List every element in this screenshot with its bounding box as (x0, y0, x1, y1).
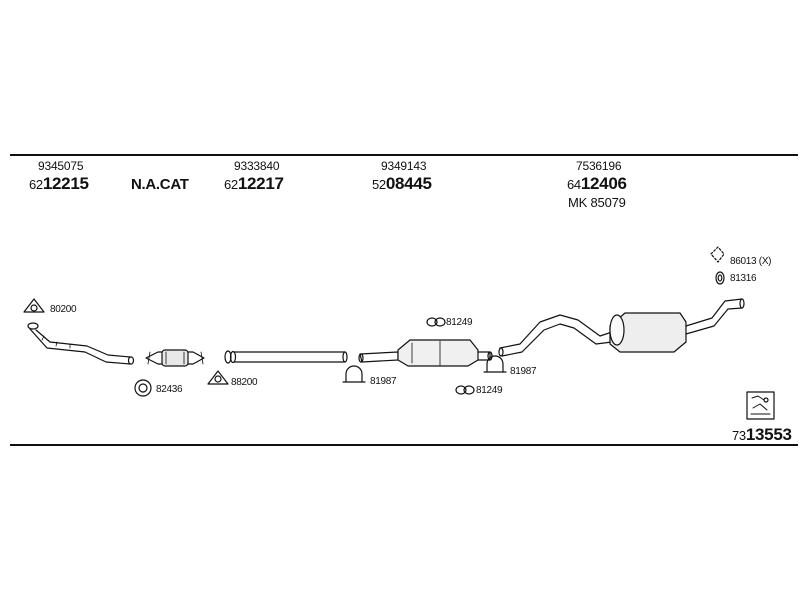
oem-number-2: 9333840 (234, 159, 280, 173)
part-label-82436: 82436 (156, 384, 183, 395)
mk-kit-number: MK 85079 (568, 195, 626, 210)
oem-number-4: 7536196 (576, 159, 622, 173)
part-number-4: 6412406 (567, 174, 627, 194)
part-label-81987-left: 81987 (370, 376, 397, 387)
part-label-81987-right: 81987 (510, 366, 537, 377)
part-number-4-prefix: 64 (567, 177, 581, 192)
mounting-kit-icon (746, 391, 775, 420)
hanger-86013-icon (710, 246, 725, 263)
part-number-1: 6212215 (29, 174, 89, 194)
kit-number: 7313553 (732, 425, 792, 445)
catalytic-converter (145, 349, 205, 367)
gasket-82436-icon (134, 379, 152, 397)
part-number-2-main: 12217 (237, 174, 284, 193)
part-label-81249-bottom: 81249 (476, 385, 503, 396)
gasket-88200-icon (207, 370, 229, 385)
oem-number-1: 9345075 (38, 159, 84, 173)
clamp-81987-left-icon (342, 365, 366, 383)
part-label-81249-top: 81249 (446, 317, 473, 328)
kit-number-main: 13553 (745, 425, 792, 444)
hanger-81316-icon (715, 271, 725, 285)
part-label-88200: 88200 (231, 377, 258, 388)
bottom-divider (10, 444, 798, 446)
front-pipe (27, 322, 135, 365)
center-silencer (358, 339, 493, 367)
oem-number-3: 9349143 (381, 159, 427, 173)
part-number-1-main: 12215 (42, 174, 89, 193)
kit-number-prefix: 73 (732, 428, 746, 443)
part-label-80200: 80200 (50, 304, 77, 315)
part-number-1-prefix: 62 (29, 177, 43, 192)
top-divider (10, 154, 798, 156)
part-number-3-main: 08445 (385, 174, 432, 193)
front-pipe-flange (27, 322, 39, 330)
part-number-2-prefix: 62 (224, 177, 238, 192)
ring-81249-bottom-icon (455, 385, 475, 395)
part-number-3-prefix: 52 (372, 177, 386, 192)
part-number-4-main: 12406 (580, 174, 627, 193)
part-label-86013: 86013 (X) (730, 256, 772, 267)
intermediate-pipe (224, 350, 348, 364)
part-number-2: 6212217 (224, 174, 284, 194)
rear-silencer (498, 298, 745, 357)
ring-81249-top-icon (426, 317, 446, 327)
part-number-3: 5208445 (372, 174, 432, 194)
na-cat-label: N.A.CAT (131, 176, 189, 193)
part-label-81316: 81316 (730, 273, 757, 284)
clamp-81987-right-icon (483, 355, 507, 373)
gasket-80200-icon (23, 298, 45, 313)
